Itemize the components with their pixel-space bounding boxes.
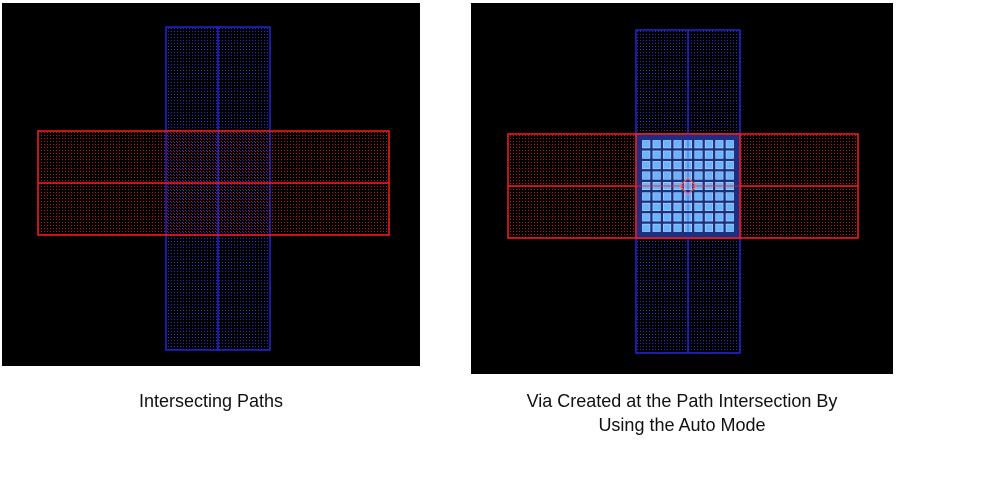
via-cut — [704, 140, 713, 149]
via-cut — [694, 192, 703, 201]
via-cut — [673, 213, 682, 222]
via-cut — [652, 161, 661, 170]
via-cut — [725, 202, 734, 211]
via-cut — [673, 202, 682, 211]
via-cut — [725, 161, 734, 170]
via-cut — [663, 202, 672, 211]
via-cut — [715, 140, 724, 149]
via-cut — [673, 192, 682, 201]
via-cut — [694, 171, 703, 180]
via-cut — [725, 223, 734, 232]
via-cut — [694, 213, 703, 222]
via-cut — [673, 150, 682, 159]
caption-via-auto-mode: Via Created at the Path Intersection By … — [440, 389, 924, 437]
via-cut — [642, 223, 651, 232]
via-cut — [704, 223, 713, 232]
via-cut — [642, 192, 651, 201]
via-cut — [704, 192, 713, 201]
via-cut — [663, 192, 672, 201]
via-cut — [694, 150, 703, 159]
via-cut — [694, 161, 703, 170]
via-cut — [652, 223, 661, 232]
panel-intersecting-paths — [2, 3, 420, 366]
caption-intersecting-paths: Intersecting Paths — [138, 391, 284, 411]
via-cut — [704, 202, 713, 211]
layout-canvas-right — [507, 29, 859, 354]
via-cut — [663, 140, 672, 149]
via-cut — [715, 223, 724, 232]
via-cut — [704, 150, 713, 159]
via-cut — [704, 213, 713, 222]
via-cut — [725, 171, 734, 180]
via-cut — [652, 140, 661, 149]
horizontal-path-red — [37, 130, 390, 236]
via-cut — [642, 161, 651, 170]
via-cut — [725, 192, 734, 201]
via-cut — [694, 202, 703, 211]
via-cut — [694, 223, 703, 232]
layout-canvas-left — [37, 26, 390, 351]
via-cut — [673, 171, 682, 180]
caption-line-2: Using the Auto Mode — [598, 415, 766, 435]
via-cut — [642, 171, 651, 180]
via-cut — [715, 202, 724, 211]
via-cut — [715, 192, 724, 201]
via-cut — [652, 202, 661, 211]
via-cut — [715, 150, 724, 159]
via-cut — [652, 192, 661, 201]
via-cut — [715, 213, 724, 222]
via-cut — [663, 171, 672, 180]
via-cut — [725, 140, 734, 149]
via-cut — [652, 150, 661, 159]
via-cut — [715, 161, 724, 170]
via-cut — [642, 202, 651, 211]
via-cut — [642, 150, 651, 159]
via-cut — [652, 171, 661, 180]
caption-line-1: Via Created at the Path Intersection By — [526, 391, 838, 411]
via-cut — [663, 150, 672, 159]
via-cut — [642, 140, 651, 149]
via-origin-marker — [679, 177, 697, 195]
via-cut — [725, 150, 734, 159]
via-cut — [673, 223, 682, 232]
via-cut — [694, 140, 703, 149]
via-cut — [673, 140, 682, 149]
via-cut — [715, 171, 724, 180]
panel-via-auto-mode — [471, 3, 893, 374]
via-cut — [652, 213, 661, 222]
via-cut — [704, 171, 713, 180]
via-cut — [704, 161, 713, 170]
via-cut — [663, 161, 672, 170]
via-cut — [673, 161, 682, 170]
via-cut — [663, 223, 672, 232]
via-cut — [725, 213, 734, 222]
via-cut — [663, 213, 672, 222]
via-cut — [642, 213, 651, 222]
